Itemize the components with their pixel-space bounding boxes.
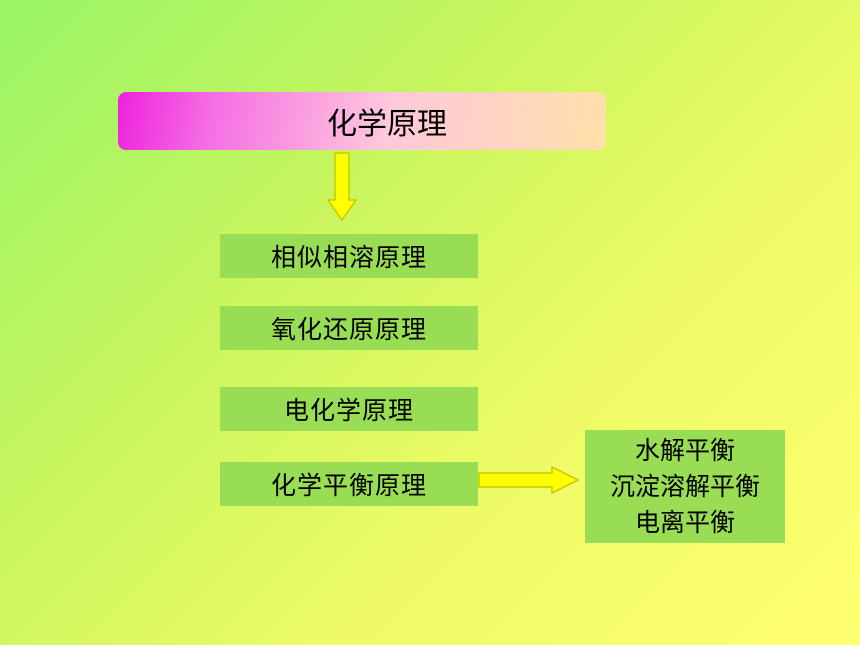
equilibrium-item: 沉淀溶解平衡 xyxy=(609,471,760,501)
title-box: 化学原理 xyxy=(118,92,606,150)
principle-label: 化学平衡原理 xyxy=(270,471,427,500)
principle-box-redox: 氧化还原原理 xyxy=(220,306,478,350)
equilibrium-item: 电离平衡 xyxy=(634,507,735,537)
principle-label: 氧化还原原理 xyxy=(270,315,427,344)
principle-box-similar-dissolve: 相似相溶原理 xyxy=(220,234,478,278)
down-arrow xyxy=(327,152,357,222)
equilibria-box: 水解平衡 沉淀溶解平衡 电离平衡 xyxy=(585,430,785,543)
principle-label: 电化学原理 xyxy=(283,396,414,425)
principle-label: 相似相溶原理 xyxy=(270,243,427,272)
title-text: 化学原理 xyxy=(327,107,447,142)
principle-box-electrochemistry: 电化学原理 xyxy=(220,387,478,431)
principle-box-chemical-equilibrium: 化学平衡原理 xyxy=(220,462,478,506)
equilibrium-item: 水解平衡 xyxy=(634,435,735,465)
right-arrow xyxy=(478,466,580,494)
